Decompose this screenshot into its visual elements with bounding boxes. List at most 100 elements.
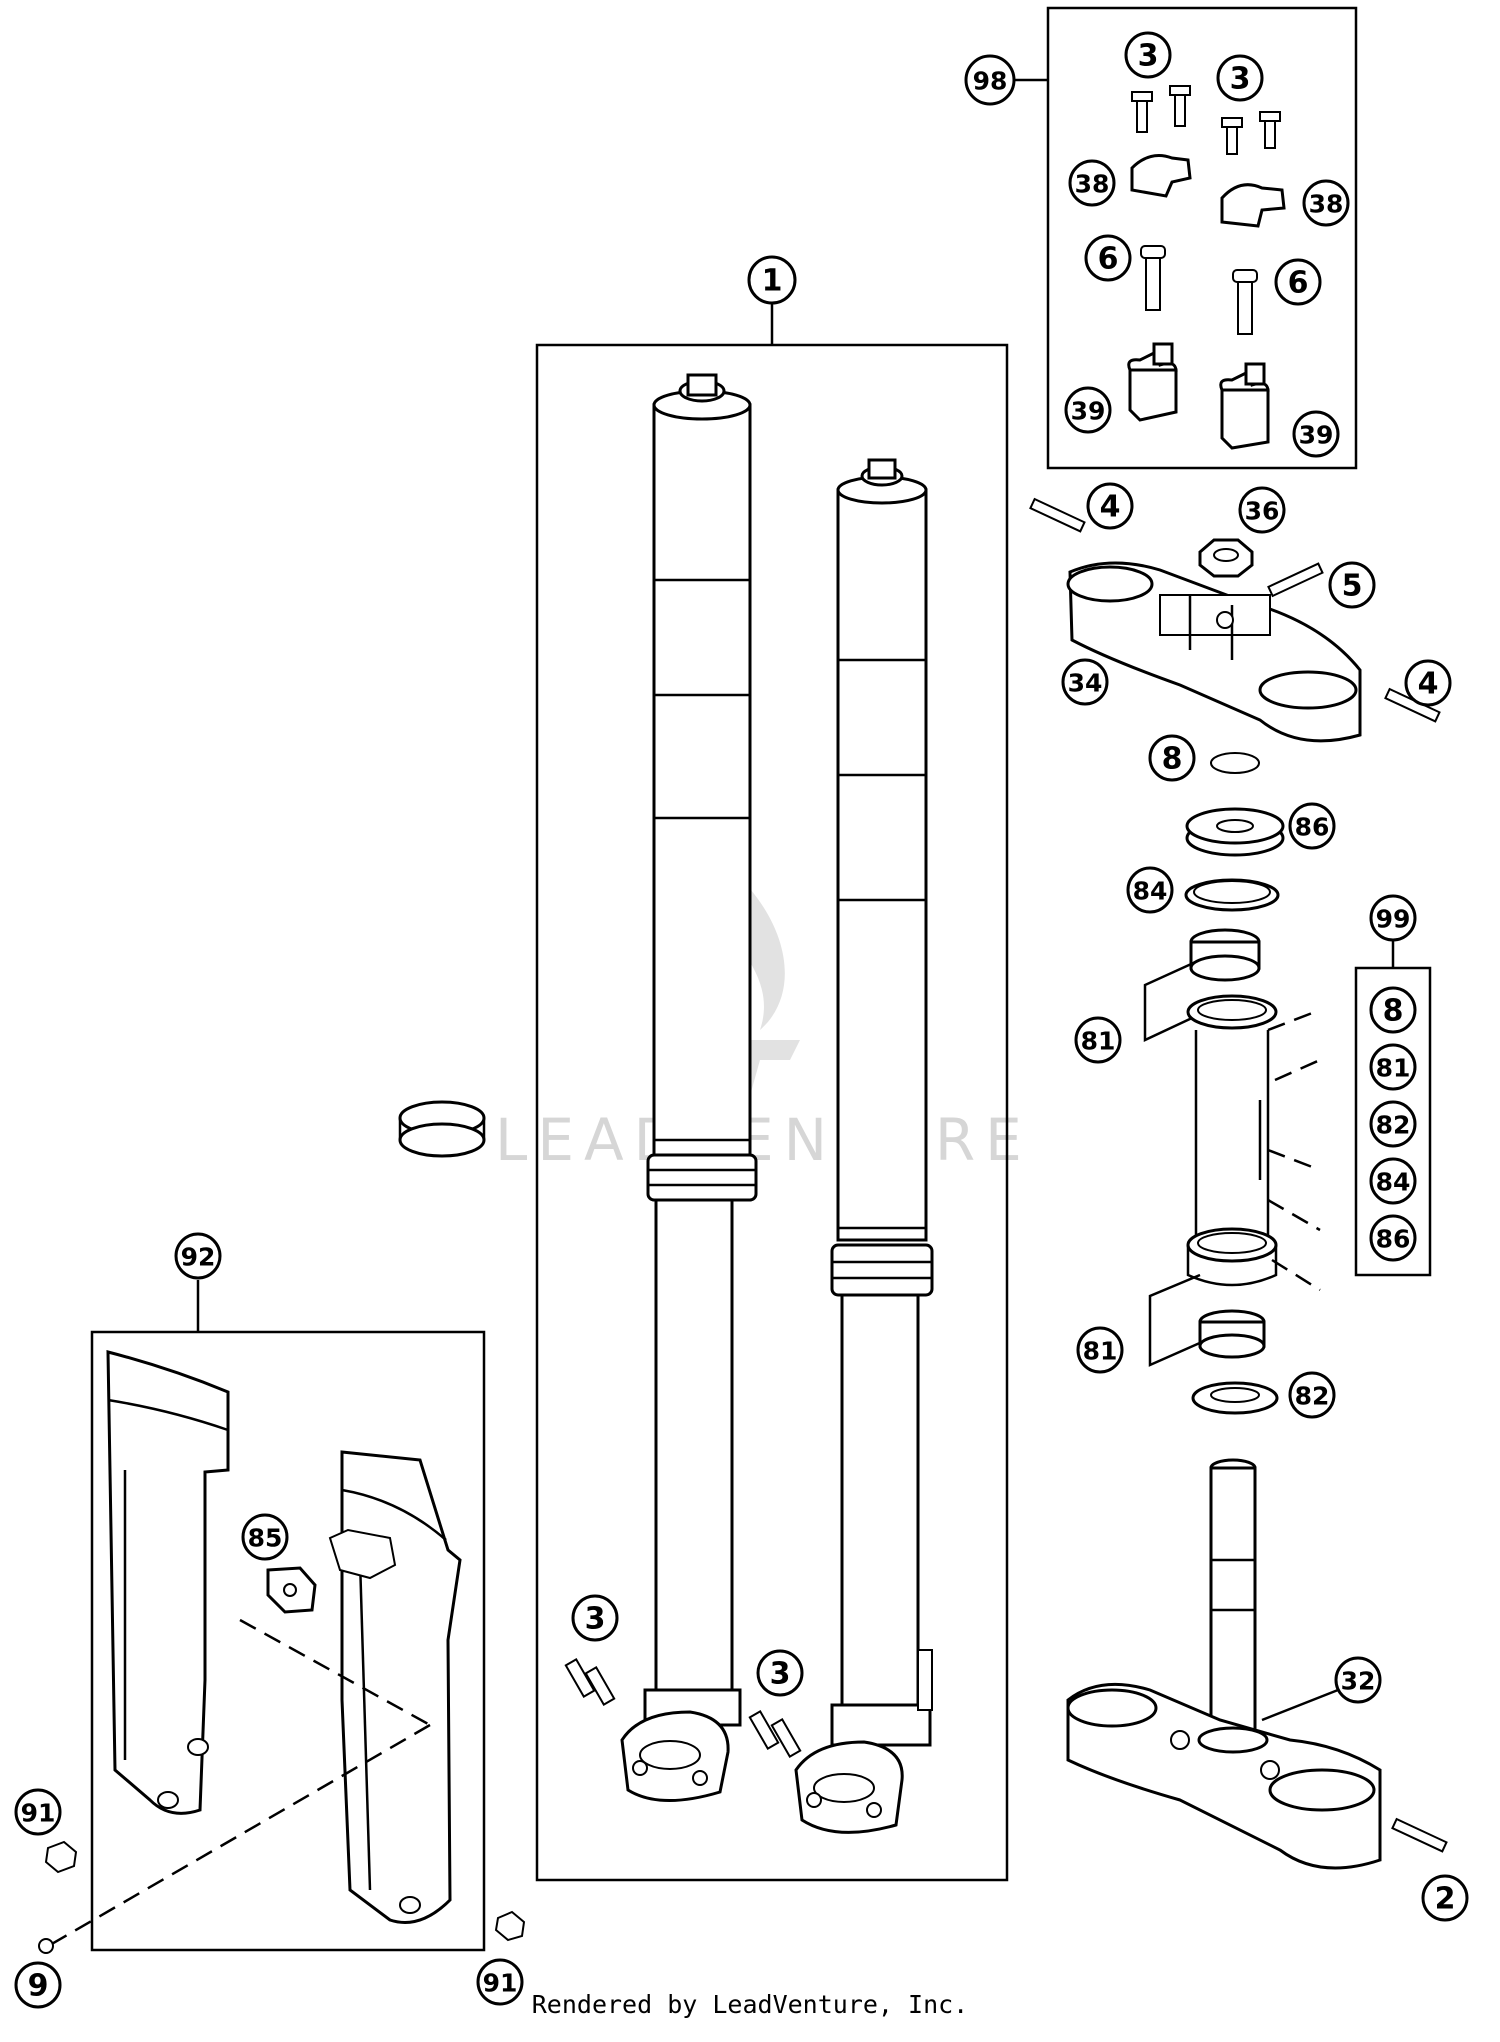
callout-guard-screw-left[interactable]: 91 <box>14 1788 62 1836</box>
dust-seal-upper <box>1184 878 1280 912</box>
bearing-upper <box>1186 928 1278 1030</box>
callout-nut[interactable]: 36 <box>1238 486 1286 534</box>
guard-bracket <box>266 1566 317 1614</box>
callout-bearing-lower[interactable]: 81 <box>1076 1326 1124 1374</box>
svg-text:4: 4 <box>1418 667 1439 702</box>
callout-fork-guard-set[interactable]: 92 <box>174 1232 222 1280</box>
svg-text:99: 99 <box>1376 905 1411 934</box>
svg-text:91: 91 <box>483 1969 518 1998</box>
top-clamp-right <box>1220 183 1286 228</box>
callout-screw-center[interactable]: 5 <box>1328 561 1376 609</box>
callout-screw-upper-right[interactable]: 4 <box>1404 659 1452 707</box>
callout-screw-kit-right[interactable]: 3 <box>1216 54 1264 102</box>
callout-bearing-upper[interactable]: 81 <box>1074 1016 1122 1064</box>
bottom-clamp-left <box>1127 342 1178 422</box>
svg-text:39: 39 <box>1299 421 1334 450</box>
guard-screw-left <box>44 1840 78 1874</box>
callout-bottom-clamp-right[interactable]: 39 <box>1292 410 1340 458</box>
callout-kit-sub-8[interactable]: 8 <box>1369 986 1417 1034</box>
kit-bolts <box>1140 245 1258 335</box>
loose-seal-ring <box>398 1100 486 1158</box>
fork-guard-left <box>106 1350 230 1815</box>
clamp-screw-upper-left <box>1029 497 1086 533</box>
svg-text:3: 3 <box>585 1602 606 1637</box>
callout-bottom-clamp-left[interactable]: 39 <box>1064 386 1112 434</box>
callout-kit-sub-86[interactable]: 86 <box>1369 1214 1417 1262</box>
svg-text:86: 86 <box>1376 1225 1411 1254</box>
render-credit: Rendered by LeadVenture, Inc. <box>531 1990 969 2019</box>
kit-screws-right <box>1221 111 1281 155</box>
callout-lower-clamp-screw[interactable]: 2 <box>1421 1874 1469 1922</box>
fork-leg-left <box>620 373 758 1802</box>
guard-screw-long <box>38 1938 54 1954</box>
callout-screw-upper-left[interactable]: 4 <box>1086 482 1134 530</box>
svg-text:91: 91 <box>21 1799 56 1828</box>
callout-kit-sub-81[interactable]: 81 <box>1369 1043 1417 1091</box>
callout-dust-seal-upper[interactable]: 84 <box>1126 866 1174 914</box>
callout-guard-bracket[interactable]: 85 <box>241 1513 289 1561</box>
callout-screw-left-leg[interactable]: 3 <box>571 1594 619 1642</box>
callout-top-clamp-left[interactable]: 38 <box>1068 159 1116 207</box>
fork-leg-right <box>794 458 934 1834</box>
svg-text:84: 84 <box>1376 1168 1411 1197</box>
svg-text:5: 5 <box>1342 569 1363 604</box>
callout-bearing-kit[interactable]: 99 <box>1369 894 1417 942</box>
callout-screw-kit-left[interactable]: 3 <box>1124 31 1172 79</box>
callout-o-ring[interactable]: 8 <box>1148 734 1196 782</box>
callout-spacer[interactable]: 86 <box>1288 802 1336 850</box>
svg-text:85: 85 <box>248 1524 283 1553</box>
svg-text:3: 3 <box>1230 62 1251 97</box>
svg-text:36: 36 <box>1245 497 1280 526</box>
svg-text:3: 3 <box>770 1657 791 1692</box>
top-clamp-left <box>1130 154 1192 198</box>
svg-text:3: 3 <box>1138 39 1159 74</box>
spacer-washer <box>1185 807 1285 857</box>
callout-handlebar-clamp-kit[interactable]: 98 <box>964 54 1016 106</box>
callout-bolt-left[interactable]: 6 <box>1084 234 1132 282</box>
svg-text:84: 84 <box>1133 877 1168 906</box>
callout-fork-assembly[interactable]: 1 <box>747 255 797 305</box>
callout-lower-triple-clamp[interactable]: 32 <box>1334 1656 1382 1704</box>
handlebar-clamp-kit-box <box>1046 6 1358 470</box>
callout-guard-screw[interactable]: 9 <box>14 1961 62 2009</box>
svg-text:8: 8 <box>1162 742 1183 777</box>
top-nut <box>1198 538 1254 578</box>
svg-text:6: 6 <box>1288 266 1309 301</box>
svg-text:38: 38 <box>1075 170 1110 199</box>
svg-text:92: 92 <box>181 1243 216 1272</box>
svg-text:81: 81 <box>1083 1337 1118 1366</box>
svg-text:98: 98 <box>973 67 1008 96</box>
svg-text:81: 81 <box>1081 1027 1116 1056</box>
callout-upper-triple-clamp[interactable]: 34 <box>1061 658 1109 706</box>
svg-text:9: 9 <box>28 1969 49 2004</box>
svg-text:4: 4 <box>1100 490 1121 525</box>
svg-text:38: 38 <box>1309 190 1344 219</box>
svg-text:1: 1 <box>762 264 783 299</box>
screws-left-leg <box>564 1658 616 1706</box>
clamp-screw-lower <box>1391 1817 1448 1853</box>
svg-text:39: 39 <box>1071 397 1106 426</box>
kit-screws-left <box>1131 85 1191 133</box>
svg-text:32: 32 <box>1341 1667 1376 1696</box>
guard-screw-right <box>494 1910 526 1942</box>
callout-screw-right-leg[interactable]: 3 <box>756 1649 804 1697</box>
svg-text:81: 81 <box>1376 1054 1411 1083</box>
svg-text:86: 86 <box>1295 813 1330 842</box>
callout-bolt-right[interactable]: 6 <box>1274 258 1322 306</box>
head-tube <box>1194 1008 1321 1292</box>
svg-text:34: 34 <box>1068 669 1103 698</box>
callout-dust-seal-lower[interactable]: 82 <box>1288 1371 1336 1419</box>
callout-kit-sub-84[interactable]: 84 <box>1369 1157 1417 1205</box>
svg-text:8: 8 <box>1383 994 1404 1029</box>
svg-text:6: 6 <box>1098 242 1119 277</box>
watermark: LEADVENTURE <box>495 880 1022 1174</box>
callout-guard-screw-right[interactable]: 91 <box>476 1958 524 2006</box>
svg-text:82: 82 <box>1376 1111 1411 1140</box>
svg-text:2: 2 <box>1435 1882 1456 1917</box>
fork-guard-right <box>328 1450 462 1924</box>
svg-text:82: 82 <box>1295 1382 1330 1411</box>
fork-guard-box <box>90 1330 486 1952</box>
callout-kit-sub-82[interactable]: 82 <box>1369 1100 1417 1148</box>
bearing-lower <box>1186 1227 1278 1359</box>
callout-top-clamp-right[interactable]: 38 <box>1302 179 1350 227</box>
